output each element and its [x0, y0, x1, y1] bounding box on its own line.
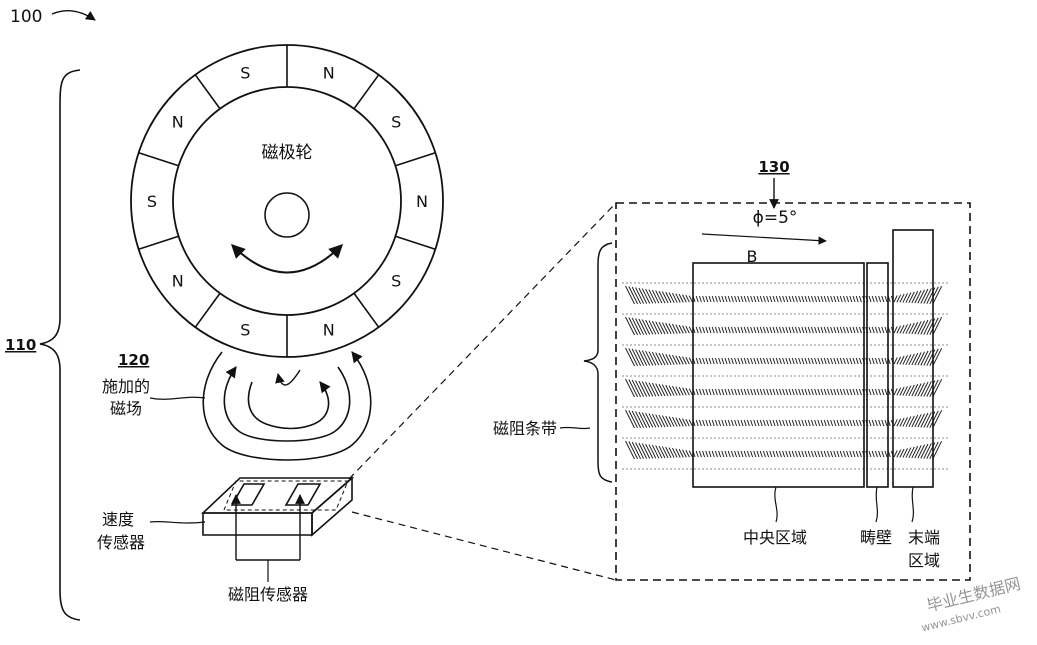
pole-label: S [391, 271, 401, 290]
center-region [692, 262, 865, 488]
wheel-segment-divider [395, 235, 436, 250]
end-label-line2: 区域 [908, 551, 940, 570]
watermark: 毕业生数据网 www.sbvv.com [920, 574, 1023, 635]
field-label-line2: 磁场 [110, 399, 142, 418]
strips-label: 磁阻条带 [493, 419, 557, 438]
pole-label: N [416, 192, 428, 211]
field-direction-arrow [701, 233, 827, 245]
mr-sensor-label: 磁阻传感器 [228, 585, 308, 604]
strips-brace [583, 242, 613, 483]
wall-leader [875, 486, 879, 523]
center-leader [774, 486, 778, 523]
center-label: 中央区域 [743, 528, 807, 547]
pole-label: S [240, 320, 250, 339]
ref-120: 120 [118, 351, 149, 369]
wheel-segment-divider [353, 292, 380, 328]
applied-magnetic-field [202, 351, 372, 461]
pole-label: S [391, 113, 401, 132]
wheel-segment-divider [138, 152, 179, 167]
phi-label: ϕ=5° [753, 208, 798, 228]
wheel-segment-divider [395, 152, 436, 167]
end-label-line1: 末端 [908, 528, 940, 547]
speed-sensor [200, 476, 355, 561]
wheel-segment-divider [138, 235, 179, 250]
wheel-label: 磁极轮 [262, 143, 313, 163]
pole-label: N [323, 320, 335, 339]
domain-wall [866, 262, 889, 488]
end-leader [911, 486, 915, 523]
ref-130: 130 [758, 158, 789, 176]
mr-strip [625, 440, 943, 460]
magnetoresistive-strips [622, 282, 950, 470]
pole-label: N [172, 271, 184, 290]
field-label-line1: 施加的 [102, 377, 150, 396]
mr-strip [625, 285, 943, 305]
mr-strip [625, 347, 943, 367]
ref-100: 100 [10, 7, 42, 27]
field-leader [149, 396, 206, 400]
mr-strip [625, 378, 943, 398]
ref-110: 110 [5, 336, 36, 354]
speed-sensor-label-line2: 传感器 [97, 533, 145, 552]
callout-line-bottom [351, 511, 617, 581]
wheel-segment-divider [194, 74, 221, 110]
pole-label: N [323, 64, 335, 83]
brace-110 [39, 69, 81, 621]
b-label: B [747, 247, 758, 266]
speed-sensor-leader [149, 520, 206, 524]
speed-sensor-label-line1: 速度 [102, 510, 134, 529]
wheel-segment-divider [194, 292, 221, 328]
pole-label: N [172, 113, 184, 132]
rotation-arrow [231, 244, 343, 274]
callout-line-top [348, 202, 617, 480]
wheel-hub [264, 192, 310, 238]
strips-leader [559, 426, 591, 430]
mr-strip [625, 409, 943, 429]
magnetic-pole-wheel: S N S N S N S N S N 磁极轮 [130, 44, 444, 358]
pole-label: S [147, 192, 157, 211]
mr-strip [625, 316, 943, 336]
ref-100-arrow [51, 9, 96, 21]
wheel-segment-divider [353, 74, 380, 110]
pole-label: S [240, 64, 250, 83]
detail-view-frame [615, 202, 971, 581]
wall-label: 畴壁 [860, 528, 892, 547]
